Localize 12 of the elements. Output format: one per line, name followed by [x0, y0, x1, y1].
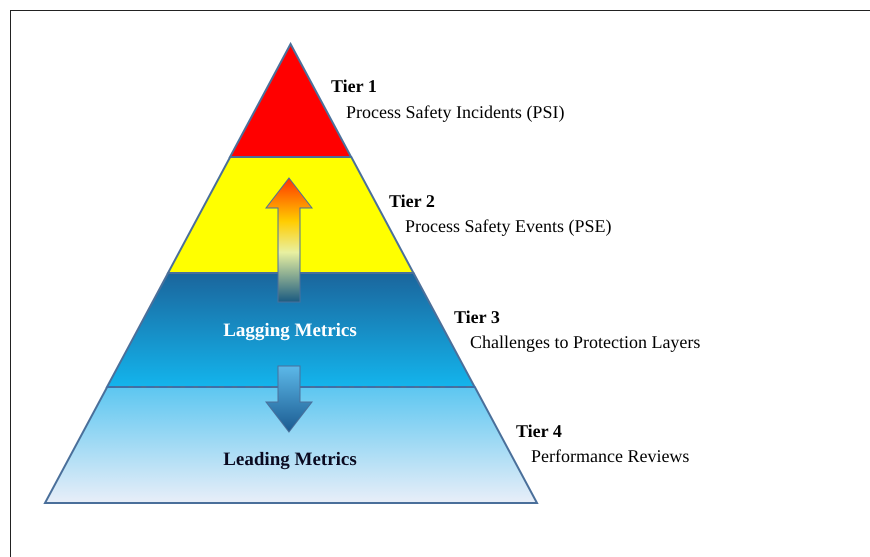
tier-heading: Tier 2 [388, 191, 435, 212]
tier-description: Challenges to Protection Layers [470, 332, 700, 353]
tier-description: Performance Reviews [531, 446, 690, 467]
tier-heading: Tier 1 [330, 76, 377, 97]
tier-heading: Tier 3 [454, 307, 500, 328]
tier-description: Process Safety Events (PSE) [404, 216, 612, 237]
tier-description: Process Safety Incidents (PSI) [346, 102, 564, 123]
block-arrow [264, 177, 314, 302]
metrics-label: Leading Metrics [223, 449, 357, 471]
block-arrow [264, 366, 314, 433]
metrics-label: Lagging Metrics [223, 320, 357, 342]
tier-heading: Tier 4 [516, 421, 562, 442]
